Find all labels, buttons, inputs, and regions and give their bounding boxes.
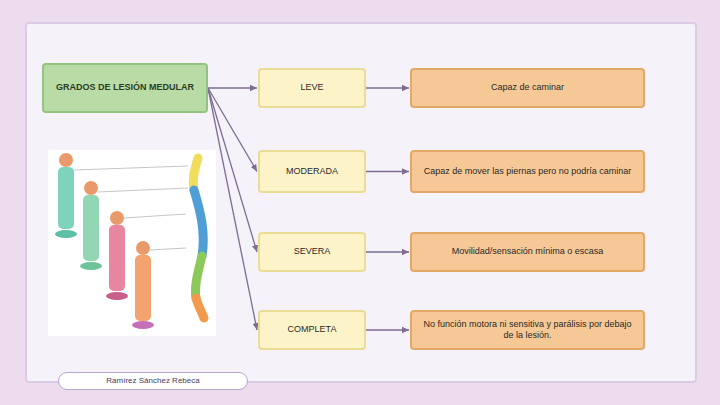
figure-2 [80,181,102,270]
illustration-ground [48,150,216,336]
connector-arrow [366,251,409,252]
figure-3 [106,211,128,300]
description-box: Capaz de mover las piernas pero no podrí… [410,150,645,193]
description-box: No función motora ni sensitiva y parális… [410,310,645,350]
grade-box: LEVE [258,68,366,108]
connector-arrow [208,88,257,330]
connector-arrow [208,88,257,252]
author-pill: Ramírez Sánchez Rebeca [58,372,248,390]
grade-box: MODERADA [258,150,366,193]
description-box: Capaz de caminar [410,68,645,108]
description-box: Movilidad/sensación mínima o escasa [410,232,645,272]
connector-arrow [366,171,409,172]
box-text: LEVE [300,82,323,93]
grade-box: SEVERA [258,232,366,272]
box-text: Capaz de mover las piernas pero no podrí… [424,166,632,177]
box-text: GRADOS DE LESIÓN MEDULAR [56,82,194,93]
connector-arrow [208,87,257,88]
connector-arrow [366,329,409,330]
title-box: GRADOS DE LESIÓN MEDULAR [42,63,208,113]
box-text: Ramírez Sánchez Rebeca [106,376,199,386]
box-text: SEVERA [294,246,331,257]
connector-arrow [366,87,409,88]
box-text: COMPLETA [288,324,337,335]
spine [193,158,204,318]
box-text: No función motora ni sensitiva y parális… [420,319,635,342]
connector-arrow [208,88,257,172]
figure-4 [132,241,154,329]
box-text: Capaz de caminar [491,82,564,93]
box-text: MODERADA [286,166,338,177]
box-text: Movilidad/sensación mínima o escasa [452,246,604,257]
figure-1 [55,153,77,238]
grade-box: COMPLETA [258,310,366,350]
